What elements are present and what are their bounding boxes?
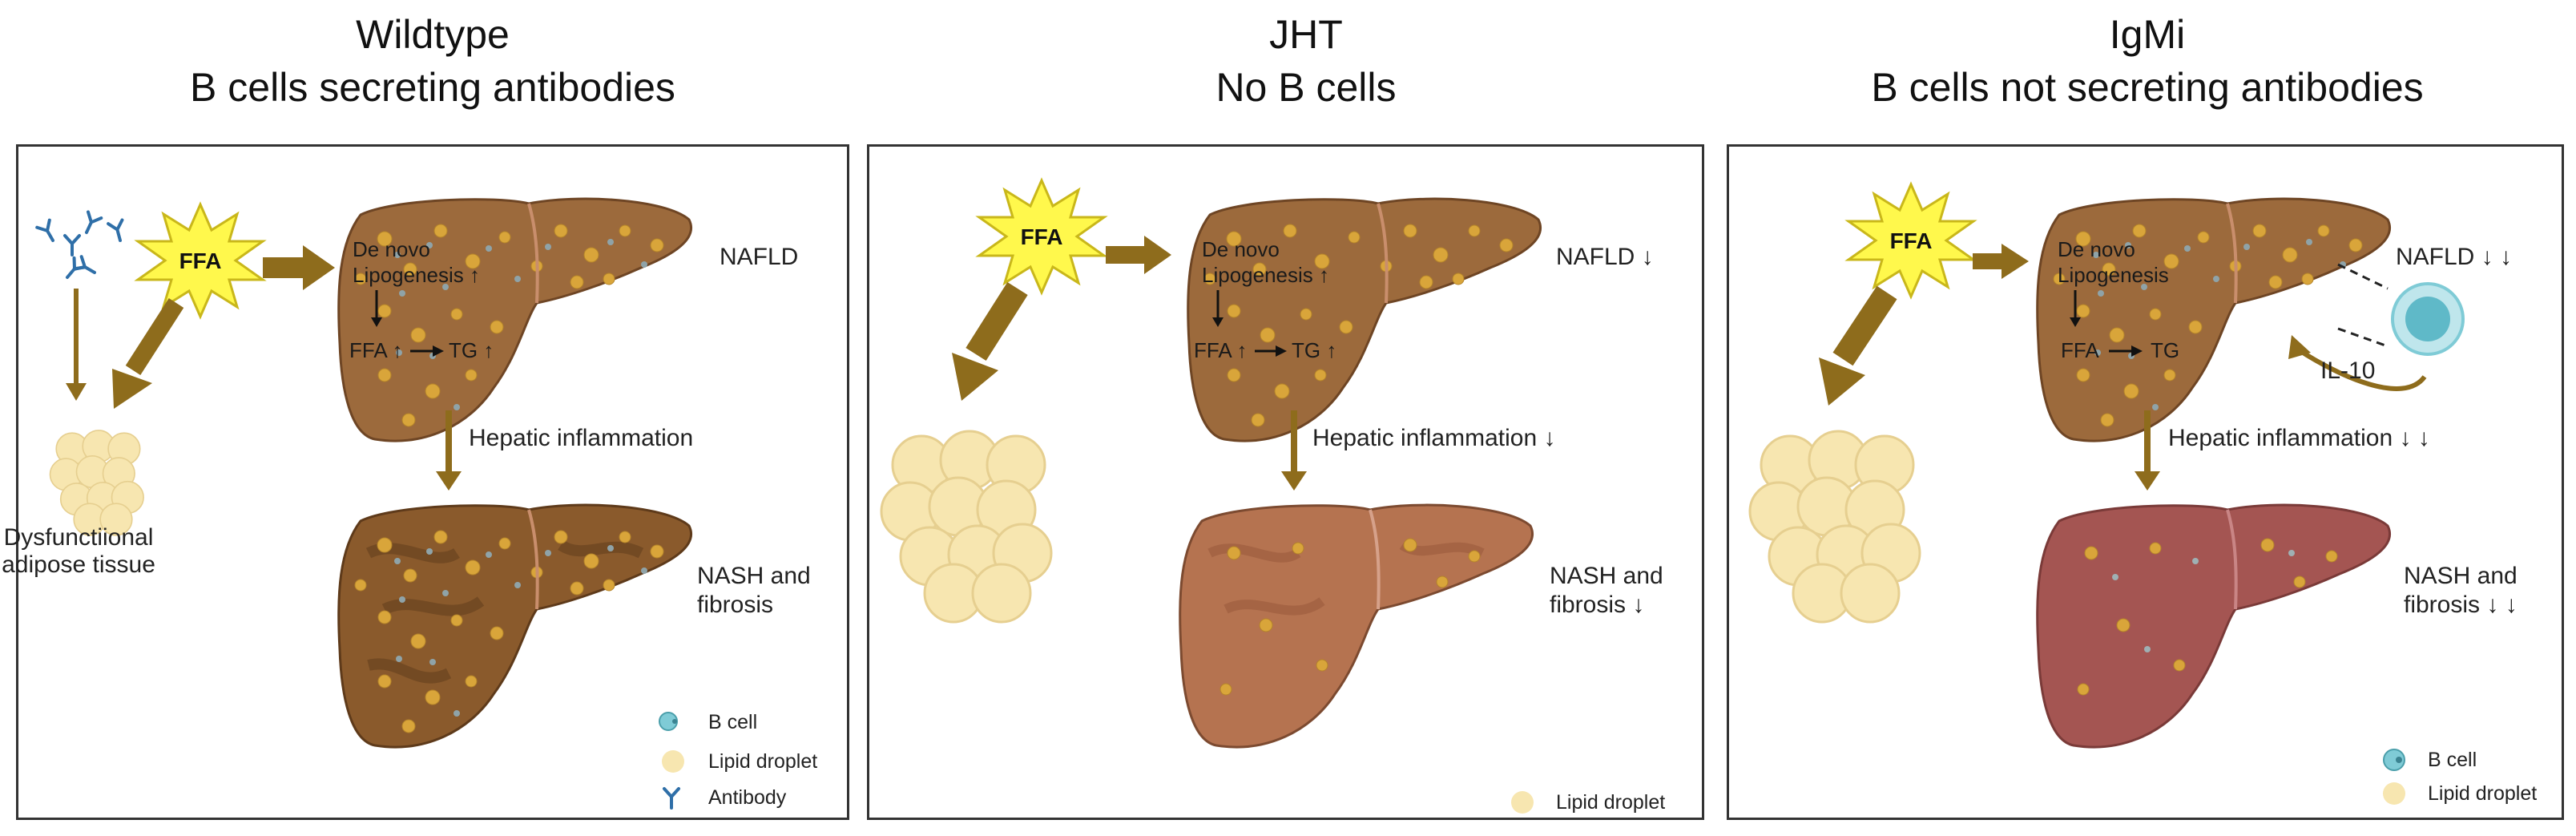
arrow-il10 (2296, 347, 2427, 391)
tg-change-label-2: TG ↑ (1292, 338, 1336, 362)
legend-lipid-icon (662, 750, 684, 773)
ffa-change-label: FFA ↑ (349, 338, 402, 362)
adipose-tissue-icon-2 (880, 430, 1053, 624)
jht-diagram: FFA De novo Lipogenesis ↑ FFA ↑ TG ↑ NAF… (880, 179, 1665, 814)
panel-2-title: JHT No B cells (986, 8, 1627, 114)
adipose-label-2: adipose tissue (2, 551, 155, 578)
panel-2-title-line2: No B cells (1215, 65, 1397, 110)
liver-nafld-icon-2 (1187, 197, 1542, 442)
nash-label-3-1: NASH and (2404, 563, 2518, 589)
il10-label: IL-10 (2320, 357, 2375, 384)
panel-3-title-line2: B cells not secreting antibodies (1871, 65, 2424, 110)
legend-antibody-label: Antibody (708, 786, 787, 809)
ffa-label: FFA (179, 248, 222, 273)
bcell-icon (2391, 282, 2465, 356)
nash-label-2: fibrosis (697, 592, 773, 618)
tg-change-label-3: TG (2151, 338, 2179, 362)
lipogenesis-label-2-2: Lipogenesis ↑ (1202, 263, 1329, 287)
legend-bcell-label: B cell (708, 711, 757, 733)
nafld-label-2: NAFLD ↓ (1556, 244, 1654, 270)
liver-nafld-icon (337, 197, 693, 442)
legend-lipid-icon-3 (2383, 782, 2405, 805)
nash-label-2-2: fibrosis ↓ (1550, 592, 1644, 618)
legend-lipid-label: Lipid droplet (708, 750, 817, 773)
lipogenesis-label-3-1: De novo (2058, 237, 2135, 261)
liver-nash-icon-2 (1179, 503, 1534, 749)
arrow-ffa-to-adipose-3 (1832, 285, 1897, 366)
legend-lipid-label-2: Lipid droplet (1556, 791, 1665, 814)
panel-3-title-line1: IgMi (2109, 12, 2186, 57)
inflammation-label-2: Hepatic inflammation ↓ (1312, 425, 1555, 451)
nafld-label: NAFLD (720, 244, 798, 270)
legend-bcell-label-3: B cell (2428, 749, 2477, 771)
ffa-star-icon-3: FFA (1847, 183, 1975, 298)
arrow-ffa-to-adipose-2 (965, 281, 1028, 361)
ffa-change-label-3: FFA (2061, 338, 2099, 362)
panel-3-title: IgMi B cells not secreting antibodies (1787, 8, 2508, 114)
adipose-tissue-icon (49, 430, 144, 536)
ffa-star-icon-2: FFA (978, 179, 1106, 294)
adipose-label-1: Dysfunctiional (4, 524, 154, 551)
ffa-label-2: FFA (1021, 224, 1063, 249)
liver-nafld-icon-3 (2036, 197, 2392, 442)
lipogenesis-label-2-1: De novo (1202, 237, 1280, 261)
ffa-change-label-2: FFA ↑ (1194, 338, 1247, 362)
nafld-label-3: NAFLD ↓ ↓ (2396, 244, 2512, 270)
legend-lipid-icon-2 (1511, 791, 1534, 814)
antibody-group-icon (35, 210, 129, 284)
inflammation-label-3: Hepatic inflammation ↓ ↓ (2168, 425, 2430, 451)
nash-label-1: NASH and (697, 563, 811, 589)
wildtype-diagram: FFA Dysfunctiional adipose tissue De nov… (2, 197, 817, 810)
igmi-diagram: FFA De novo Lipogenesis FFA TG NAFLD ↓ ↓ (1748, 183, 2537, 805)
legend-bcell-icon-3 (2383, 749, 2405, 771)
nash-label-3-2: fibrosis ↓ ↓ (2404, 592, 2518, 618)
panel-1-title-line2: B cells secreting antibodies (190, 65, 675, 110)
legend-lipid-label-3: Lipid droplet (2428, 782, 2537, 805)
lipogenesis-label-3-2: Lipogenesis (2058, 263, 2169, 287)
panel-1-title: Wildtype B cells secreting antibodies (120, 8, 745, 114)
ffa-star-icon: FFA (136, 203, 264, 318)
panel-1-title-line1: Wildtype (356, 12, 510, 57)
liver-nash-icon-3 (2036, 503, 2392, 749)
liver-nash-icon (337, 503, 693, 749)
lipogenesis-label-2: Lipogenesis ↑ (353, 263, 480, 287)
inflammation-label: Hepatic inflammation (469, 425, 693, 451)
legend-antibody-icon (663, 787, 680, 810)
nash-label-2-1: NASH and (1550, 563, 1663, 589)
panel-2-title-line1: JHT (1269, 12, 1343, 57)
lipogenesis-label-1: De novo (353, 237, 430, 261)
ffa-label-3: FFA (1890, 228, 1933, 253)
arrow-ffa-to-adipose (125, 298, 184, 375)
tg-change-label: TG ↑ (449, 338, 494, 362)
adipose-tissue-icon-3 (1748, 430, 1921, 624)
